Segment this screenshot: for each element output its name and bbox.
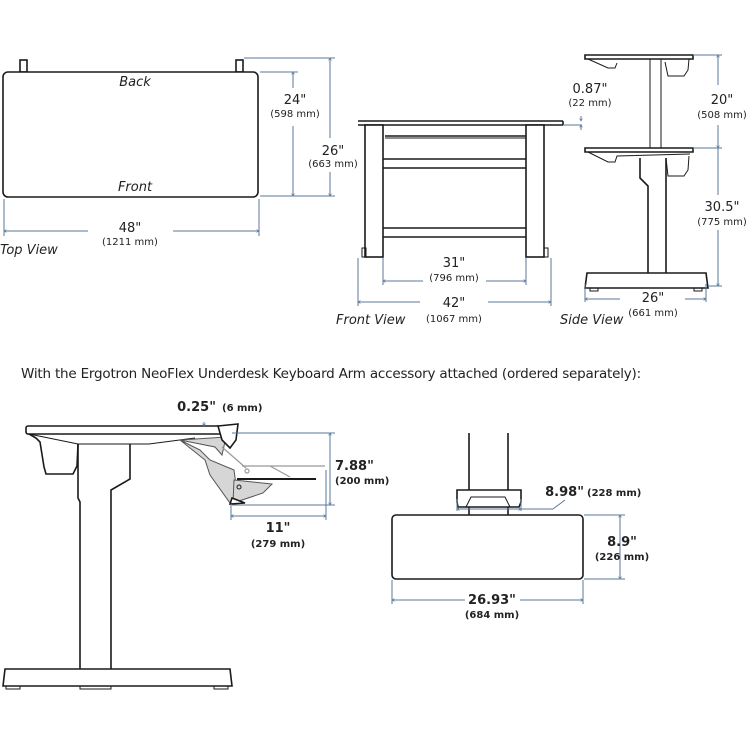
accessory-clearance-in: 0.25" <box>177 400 216 415</box>
accessory-arm-height-in: 7.88" <box>335 459 374 474</box>
top-view-width-mm: (1211 mm) <box>102 237 158 248</box>
top-view-post-right <box>235 59 244 73</box>
side-view-base-depth-mm: (661 mm) <box>628 308 678 319</box>
top-view-front-label: Front <box>118 180 153 195</box>
accessory-arm-depth-mm: (279 mm) <box>251 539 305 550</box>
accessory-arm-height-mm: (200 mm) <box>335 476 389 487</box>
front-view-inner-width-mm: (796 mm) <box>429 273 479 284</box>
accessory-tray-width-in: 26.93" <box>468 593 516 608</box>
accessory-arm-depth-in: 11" <box>266 521 291 536</box>
accessory-front-view: 8.98" (228 mm) 8.9" (226 mm) 26.93" (684… <box>391 433 649 621</box>
accessory-mount-width-mm: (228 mm) <box>587 488 641 499</box>
side-view-base <box>584 272 709 289</box>
front-view-inner-width-in: 31" <box>443 256 466 271</box>
accessory-mount-width-in: 8.98" <box>545 485 584 500</box>
top-view-label: Top View <box>0 243 58 258</box>
front-view-leg-right <box>525 124 545 258</box>
accessory-tray-width-mm: (684 mm) <box>465 610 519 621</box>
accessory-caption: With the Ergotron NeoFlex Underdesk Keyb… <box>21 366 641 382</box>
top-view-post-left <box>19 59 28 73</box>
top-view-back-label: Back <box>119 75 151 90</box>
accessory-tray-depth-in: 8.9" <box>607 535 637 550</box>
front-view: 0.87" (22 mm) 31" (796 mm) 42" (1067 mm)… <box>336 82 612 328</box>
front-view-top-thickness-mm: (22 mm) <box>568 98 611 109</box>
keyboard-tray <box>391 514 584 580</box>
front-view-base-width-in: 42" <box>443 296 466 311</box>
front-view-label: Front View <box>336 313 406 328</box>
front-view-top-thickness-in: 0.87" <box>573 82 608 97</box>
top-view-depth-mm: (598 mm) <box>270 109 320 120</box>
side-view-min-height-mm: (775 mm) <box>697 217 747 228</box>
top-view-total-depth-mm: (663 mm) <box>308 159 358 170</box>
front-view-leg-left <box>364 124 384 258</box>
side-view-height-range-mm: (508 mm) <box>697 110 747 121</box>
top-view-desktop <box>2 71 259 198</box>
side-view-min-height-in: 30.5" <box>705 200 740 215</box>
side-view-label: Side View <box>560 313 624 328</box>
top-view-total-depth-in: 26" <box>322 144 345 159</box>
side-view-height-range-in: 20" <box>711 93 734 108</box>
top-view-width-in: 48" <box>119 221 142 236</box>
side-view-base-depth-in: 26" <box>642 291 665 306</box>
accessory-tray-depth-mm: (226 mm) <box>595 552 649 563</box>
accessory-clearance-mm: (6 mm) <box>222 403 262 414</box>
side-view: 20" (508 mm) 30.5" (775 mm) 26" (661 mm)… <box>560 54 747 328</box>
top-view-depth-in: 24" <box>284 93 307 108</box>
accessory-side-view: 0.25" (6 mm) 7.88" (200 mm) 11" (279 mm) <box>2 400 389 690</box>
front-view-base-width-mm: (1067 mm) <box>426 314 482 325</box>
top-view: Back Front 48" (1211 mm) Top View 24" (5… <box>0 58 358 258</box>
